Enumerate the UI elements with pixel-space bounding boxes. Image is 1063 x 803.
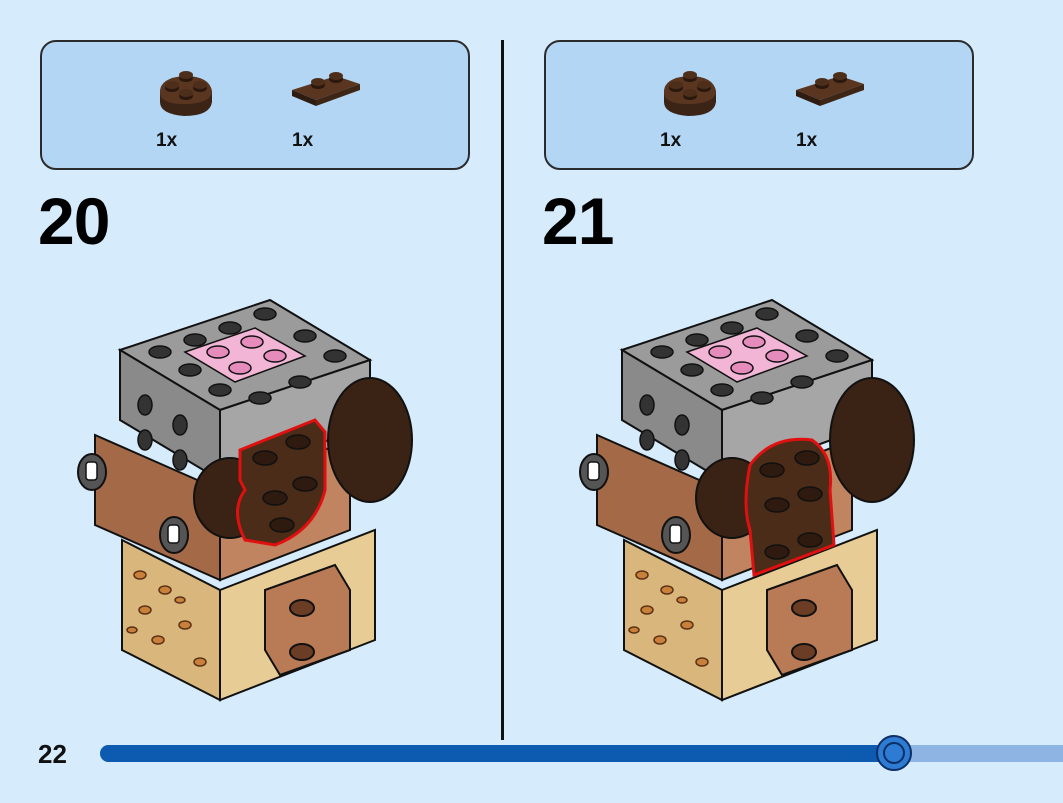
plate-1x2-icon xyxy=(292,72,360,106)
progress-bar xyxy=(100,735,1063,771)
step-divider xyxy=(501,40,504,740)
part-plate-1x2 xyxy=(290,68,370,108)
model-illustration-step-21 xyxy=(579,298,915,702)
parts-box-step-21: 1x 1x xyxy=(544,40,974,170)
parts-box-step-20: 1x 1x xyxy=(40,40,470,170)
part-qty: 1x xyxy=(660,130,682,151)
page-number: 22 xyxy=(38,739,67,769)
step-number-21: 21 xyxy=(542,184,614,258)
part-round-plate xyxy=(658,68,738,120)
part-plate-1x2 xyxy=(794,68,874,108)
part-qty: 1x xyxy=(292,130,314,151)
plate-1x2-icon xyxy=(796,72,864,106)
part-qty: 1x xyxy=(156,130,178,151)
progress-fill xyxy=(100,745,894,762)
part-round-plate xyxy=(154,68,234,120)
part-qty: 1x xyxy=(796,130,818,151)
round-plate-icon xyxy=(664,71,716,116)
step-number-20: 20 xyxy=(38,184,110,258)
model-illustration-step-20 xyxy=(77,298,413,702)
progress-knob[interactable] xyxy=(876,735,912,771)
round-plate-icon xyxy=(160,71,212,116)
